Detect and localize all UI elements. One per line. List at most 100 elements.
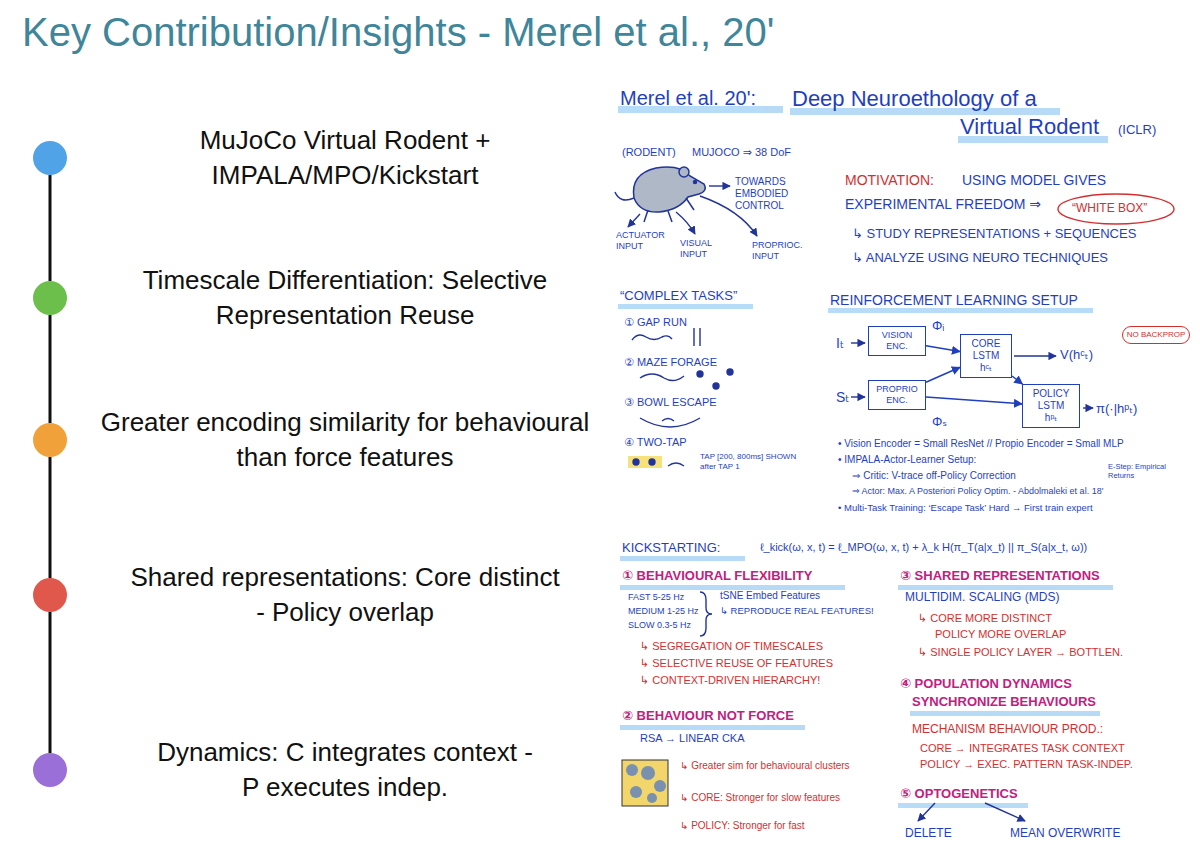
handwritten-note: Deep Neuroethology of a — [792, 86, 1037, 112]
handwritten-note: ↳ ANALYZE USING NEURO TECHNIQUES — [852, 250, 1108, 266]
handwritten-note: ↳ SELECTIVE REUSE OF FEATURES — [640, 657, 833, 670]
handwritten-note: V(hᶜₜ) — [1060, 347, 1093, 363]
task-doodle — [697, 371, 703, 377]
handwritten-note: MULTIDIM. SCALING (MDS) — [905, 590, 1059, 604]
timeline-dot: Timescale Differentiation: Selective Rep… — [33, 281, 67, 315]
timeline-dot: Shared representations: Core distinct - … — [33, 578, 67, 612]
handwritten-note: VISUAL INPUT — [680, 238, 726, 260]
connector — [926, 367, 960, 382]
encoder-box: PROPRIO ENC. — [868, 380, 926, 410]
similarity-matrix — [654, 780, 666, 792]
highlighter-mark — [828, 308, 1093, 313]
timeline-text: Greater encoding similarity for behaviou… — [100, 405, 590, 475]
handwritten-note: “WHITE BOX” — [1072, 201, 1147, 215]
similarity-matrix — [630, 786, 642, 798]
handwritten-note: MOTIVATION: — [845, 172, 934, 189]
handwritten-note: PROPRIOC. INPUT — [752, 240, 812, 262]
handwritten-note: TOWARDS EMBODIED CONTROL — [735, 176, 805, 212]
task-doodle — [668, 463, 684, 466]
box-label: CORE LSTM — [964, 338, 1008, 362]
handwritten-note: Virtual Rodent — [960, 114, 1099, 140]
pointer-arrow — [918, 803, 935, 821]
highlighter-mark — [620, 725, 805, 730]
handwritten-note: ⇒ Critic: V-trace off-Policy Correction — [852, 470, 1016, 482]
handwritten-note: Iₜ — [836, 335, 844, 352]
task-doodle — [640, 418, 700, 427]
handwritten-note: (ICLR) — [1118, 122, 1156, 138]
timeline-text: MuJoCo Virtual Rodent + IMPALA/MPO/Kicks… — [135, 123, 555, 193]
pointer-arrow — [676, 212, 695, 234]
handwritten-note: RSA → LINEAR CKA — [640, 732, 745, 745]
handwritten-note: SLOW 0.3-5 Hz — [628, 620, 691, 631]
handwritten-note: ↳ CONTEXT-DRIVEN HIERARCHY! — [640, 674, 820, 687]
similarity-matrix — [622, 760, 668, 806]
handwritten-note: • Multi-Task Training: ‘Escape Task’ Har… — [838, 502, 1093, 513]
handwritten-note: ② MAZE FORAGE — [624, 356, 717, 369]
handwritten-note: Merel et al. 20': — [620, 86, 756, 110]
task-doodle — [662, 419, 674, 422]
lstm-box: CORE LSTMhᶜₜ — [960, 334, 1012, 378]
handwritten-note: E-Step: Empirical Returns — [1108, 462, 1180, 480]
timeline-text: Dynamics: C integrates context - P execu… — [155, 735, 535, 805]
handwritten-note: ↳ CORE: Stronger for slow features — [680, 792, 880, 804]
rodent-sketch — [679, 167, 689, 177]
task-doodle — [649, 459, 655, 465]
highlighter-mark — [620, 556, 745, 561]
box-label: POLICY LSTM — [1026, 388, 1076, 412]
task-doodle — [632, 335, 672, 340]
timeline-line — [49, 457, 52, 578]
handwritten-note: ↳ SINGLE POLICY LAYER → BOTTLEN. — [918, 646, 1123, 659]
note-cloud: NO BACKPROP — [1122, 326, 1190, 344]
brace — [700, 592, 712, 636]
pointer-arrow — [851, 342, 865, 343]
handwritten-note: π(·|hᵖₜ) — [1096, 401, 1137, 417]
handwritten-note: ↳ STUDY REPRESENTATIONS + SEQUENCES — [852, 226, 1136, 242]
handwritten-note: ↳ SEGREGATION OF TIMESCALES — [640, 640, 823, 653]
rodent-sketch — [694, 181, 697, 184]
connector — [926, 346, 960, 352]
handwritten-note: POLICY → EXEC. PATTERN TASK-INDEP. — [920, 758, 1133, 771]
timeline-dot: MuJoCo Virtual Rodent + IMPALA/MPO/Kicks… — [33, 141, 67, 175]
section-heading: ④ POPULATION DYNAMICS — [900, 676, 1072, 692]
timeline-line — [49, 612, 52, 753]
section-heading: ③ SHARED REPRESENTATIONS — [900, 568, 1100, 584]
similarity-matrix — [626, 764, 638, 776]
handwritten-note: Φᵢ — [932, 318, 944, 334]
timeline-dot: Greater encoding similarity for behaviou… — [33, 423, 67, 457]
timeline-text: Timescale Differentiation: Selective Rep… — [105, 263, 585, 333]
handwritten-note: CORE → INTEGRATES TASK CONTEXT — [920, 742, 1125, 755]
handwritten-note: KICKSTARTING: — [622, 540, 720, 556]
connector — [1012, 376, 1022, 384]
handwritten-note: • Vision Encoder = Small ResNet // Propi… — [838, 438, 1124, 450]
handwritten-note: DELETE — [905, 826, 952, 840]
handwritten-note: EXPERIMENTAL FREEDOM ⇒ — [845, 196, 1041, 213]
section-heading: SYNCHRONIZE BEHAVIOURS — [912, 694, 1096, 710]
section-heading: ① BEHAVIOURAL FLEXIBILITY — [622, 568, 812, 584]
rodent-sketch — [615, 192, 634, 200]
handwritten-note: ↳ POLICY: Stronger for fast — [680, 820, 880, 832]
handwritten-note: ↳ CORE MORE DISTINCT — [918, 612, 1052, 625]
similarity-matrix — [641, 766, 655, 780]
task-doodle — [628, 456, 662, 468]
handwritten-note: ↳ Greater sim for behavioural clusters — [680, 760, 860, 772]
slide-title: Key Contribution/Insights - Merel et al.… — [22, 8, 774, 56]
handwritten-note: (RODENT) — [622, 146, 676, 159]
handwritten-note: ACTUATOR INPUT — [616, 230, 672, 252]
handwritten-note: TAP [200, 800ms] SHOWN after TAP 1 — [700, 452, 812, 471]
task-doodle — [694, 328, 700, 346]
handwritten-note: ↳ REPRODUCE REAL FEATURES! — [720, 605, 874, 616]
timeline-dot: Dynamics: C integrates context - P execu… — [33, 753, 67, 787]
timeline-text: Shared representations: Core distinct - … — [125, 560, 565, 630]
pointer-arrow — [1014, 355, 1056, 356]
highlighter-mark — [620, 585, 845, 590]
lstm-box: POLICY LSTMhᵖₜ — [1022, 384, 1080, 428]
task-doodle — [713, 383, 719, 389]
timeline-line — [49, 175, 52, 281]
rodent-sketch — [644, 198, 694, 222]
note-cloud — [1058, 194, 1174, 224]
highlighter-mark — [618, 304, 753, 309]
task-doodle — [727, 369, 733, 375]
handwritten-note: ⇒ Actor: Max. A Posteriori Policy Optim.… — [852, 486, 1103, 497]
handwritten-note: POLICY MORE OVERLAP — [935, 628, 1066, 641]
